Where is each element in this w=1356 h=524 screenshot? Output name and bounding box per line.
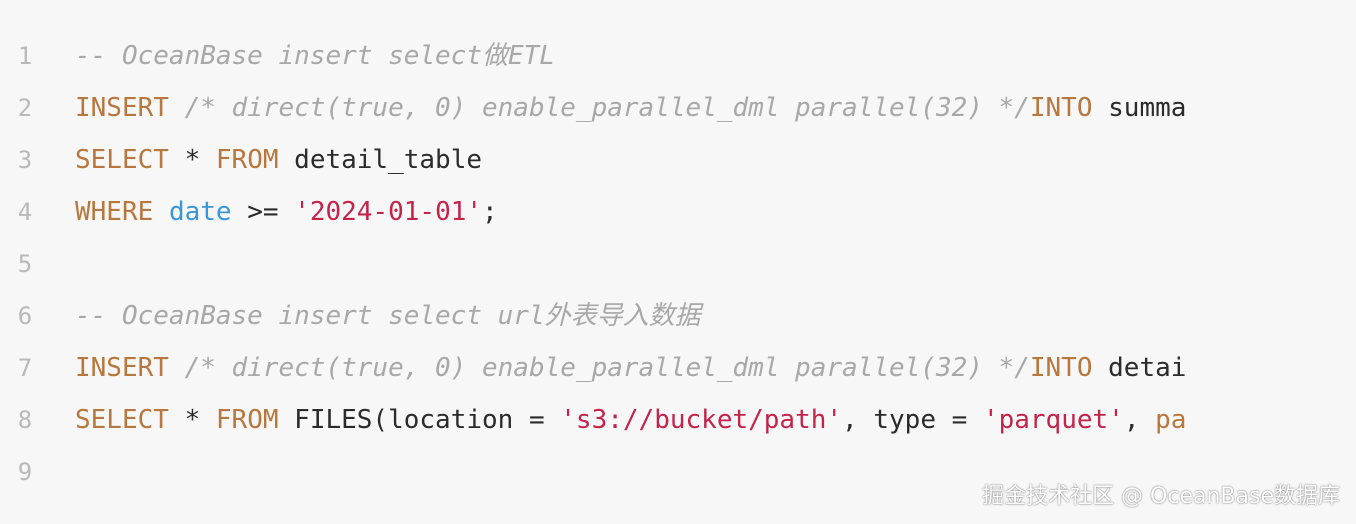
code-token (169, 353, 185, 383)
code-line: 2 INSERT /* direct(true, 0) enable_parall… (0, 82, 1356, 134)
watermark: 掘金技术社区 @ OceanBase数据库 (982, 484, 1340, 509)
code-token: FROM (215, 145, 279, 175)
code-line: 9 (0, 446, 1356, 498)
code-token: INSERT (75, 353, 169, 383)
code-line: 7 INSERT /* direct(true, 0) enable_parall… (0, 342, 1356, 394)
line-number: 5 (17, 250, 33, 278)
line-number: 7 (17, 354, 33, 382)
code-token: detai (1092, 353, 1187, 383)
code-token: INTO (1029, 353, 1093, 383)
code-token: >= (231, 197, 295, 227)
code-token: 's3://bucket/path' (560, 405, 843, 435)
code-token: WHERE (75, 197, 154, 227)
code-token: /* direct(true, 0) enable_parallel_dml p… (184, 353, 1030, 383)
code-token: SELECT (75, 145, 169, 175)
code-token: * (168, 405, 216, 435)
code-token (169, 93, 185, 123)
code-token: , (1123, 405, 1156, 435)
code-line: 6 -- OceanBase insert select url外表导入数据 (0, 290, 1356, 342)
line-number: 6 (17, 302, 33, 330)
code-token: INSERT (75, 93, 169, 123)
code-line: 4 WHERE date >= '2024-01-01'; (0, 186, 1356, 238)
code-token: -- OceanBase insert select做ETL (75, 41, 555, 71)
code-text: INSERT /* direct(true, 0) enable_paralle… (75, 342, 1186, 394)
code-token: /* direct(true, 0) enable_parallel_dml p… (184, 93, 1030, 123)
code-token: FILES(location = (278, 405, 561, 435)
code-line: 5 (0, 238, 1356, 290)
code-text: WHERE date >= '2024-01-01'; (75, 186, 498, 238)
code-token (153, 197, 169, 227)
line-number: 1 (17, 42, 33, 70)
code-token: , type = (842, 405, 983, 435)
code-text: -- OceanBase insert select做ETL (75, 30, 555, 82)
code-token: '2024-01-01' (294, 197, 483, 227)
code-text: SELECT * FROM FILES(location = 's3://buc… (75, 394, 1186, 446)
line-number: 8 (17, 406, 33, 434)
code-text: INSERT /* direct(true, 0) enable_paralle… (75, 82, 1186, 134)
code-token: SELECT (75, 405, 169, 435)
code-token: 'parquet' (982, 405, 1124, 435)
code-line: 1 -- OceanBase insert select做ETL (0, 30, 1356, 82)
code-token: summa (1092, 93, 1187, 123)
line-number: 9 (17, 458, 33, 486)
code-token: date (168, 197, 232, 227)
line-number: 2 (17, 94, 33, 122)
code-token: INTO (1029, 93, 1093, 123)
code-line: 8 SELECT * FROM FILES(location = 's3://bu… (0, 394, 1356, 446)
code-token: -- OceanBase insert select url外表导入数据 (75, 301, 701, 331)
line-number: 4 (17, 198, 33, 226)
code-text: SELECT * FROM detail_table (75, 134, 482, 186)
code-line: 3 SELECT * FROM detail_table (0, 134, 1356, 186)
code-token: pa (1155, 405, 1187, 435)
code-token: * (168, 145, 216, 175)
code-text: -- OceanBase insert select url外表导入数据 (75, 290, 701, 342)
line-number: 3 (17, 146, 33, 174)
code-token: FROM (215, 405, 279, 435)
code-token: ; (482, 197, 498, 227)
code-token: detail_table (278, 145, 483, 175)
